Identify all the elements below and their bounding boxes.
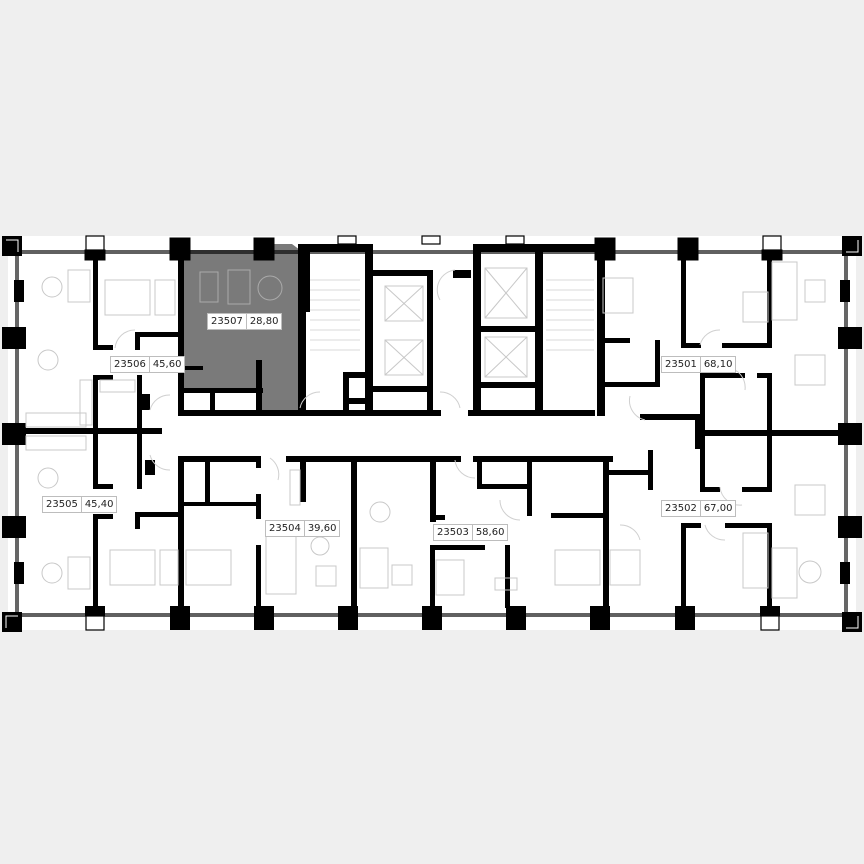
unit-label-23504[interactable]: 23504 39,60 bbox=[265, 520, 341, 537]
unit-area: 39,60 bbox=[307, 523, 337, 534]
label-separator bbox=[245, 314, 247, 329]
unit-23507-area[interactable] bbox=[183, 250, 300, 416]
label-separator bbox=[303, 521, 305, 536]
unit-number: 23502 bbox=[665, 503, 697, 514]
unit-label-23505[interactable]: 23505 45,40 bbox=[42, 496, 118, 513]
unit-number: 23501 bbox=[665, 359, 697, 370]
unit-area: 67,00 bbox=[703, 503, 733, 514]
unit-number: 23505 bbox=[46, 499, 78, 510]
core-walls bbox=[280, 244, 605, 416]
unit-label-23501[interactable]: 23501 68,10 bbox=[661, 356, 737, 373]
unit-number: 23507 bbox=[211, 316, 243, 327]
unit-area: 58,60 bbox=[475, 527, 505, 538]
unit-number: 23504 bbox=[269, 523, 301, 534]
unit-label-23502[interactable]: 23502 67,00 bbox=[661, 500, 737, 517]
bottom-columns bbox=[85, 606, 780, 630]
label-separator bbox=[148, 357, 150, 372]
unit-area: 45,40 bbox=[84, 499, 114, 510]
corner-columns bbox=[2, 236, 862, 632]
label-separator bbox=[80, 497, 82, 512]
unit-number: 23503 bbox=[437, 527, 469, 538]
side-columns bbox=[2, 280, 862, 584]
unit-area: 28,80 bbox=[249, 316, 279, 327]
unit-area: 45,60 bbox=[152, 359, 182, 370]
unit-number: 23506 bbox=[114, 359, 146, 370]
unit-walls bbox=[22, 250, 838, 609]
label-separator bbox=[699, 501, 701, 516]
unit-area: 68,10 bbox=[703, 359, 733, 370]
label-separator bbox=[699, 357, 701, 372]
unit-label-23507[interactable]: 23507 28,80 bbox=[207, 313, 283, 330]
selected-unit-23507-fill[interactable] bbox=[183, 244, 300, 416]
unit-label-23503[interactable]: 23503 58,60 bbox=[433, 524, 509, 541]
unit-label-23506[interactable]: 23506 45,60 bbox=[110, 356, 186, 373]
label-separator bbox=[471, 525, 473, 540]
furniture bbox=[25, 261, 826, 599]
